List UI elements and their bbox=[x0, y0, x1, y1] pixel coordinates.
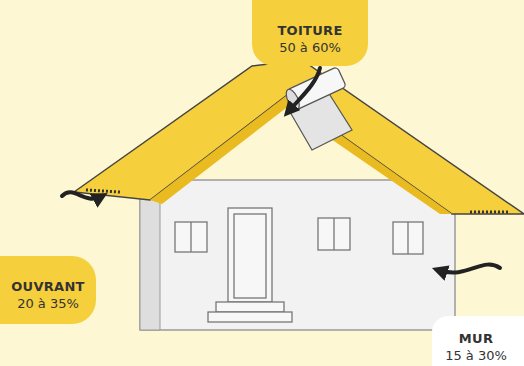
window bbox=[318, 218, 350, 250]
window bbox=[175, 222, 207, 252]
wall-shade bbox=[140, 190, 160, 330]
pointer-arrow bbox=[62, 192, 102, 198]
door bbox=[228, 208, 272, 302]
window-frame bbox=[333, 218, 334, 250]
step bbox=[208, 312, 292, 322]
percentage-value: 50 à 60% bbox=[279, 39, 341, 56]
pointer-arrow bbox=[438, 265, 500, 273]
house-wall bbox=[140, 180, 455, 330]
percentage-value: 15 à 30% bbox=[445, 347, 507, 364]
wall-label: MUR15 à 30% bbox=[432, 316, 524, 366]
door-panel bbox=[234, 214, 266, 298]
step bbox=[216, 302, 284, 312]
roof-label: TOITURE50 à 60% bbox=[252, 0, 368, 66]
water-tank bbox=[284, 67, 347, 112]
roof-tiles bbox=[86, 190, 120, 192]
roof bbox=[74, 60, 524, 214]
window-frame bbox=[407, 222, 408, 254]
pointer-arrow bbox=[288, 68, 320, 112]
label-heading: OUVRANT bbox=[11, 278, 85, 295]
label-heading: TOITURE bbox=[277, 22, 342, 39]
roof-tiles bbox=[470, 211, 510, 214]
label-heading: MUR bbox=[459, 330, 493, 347]
window bbox=[393, 222, 423, 254]
openings-label: OUVRANT20 à 35% bbox=[0, 256, 96, 324]
percentage-value: 20 à 35% bbox=[17, 295, 79, 312]
window-frame bbox=[190, 222, 191, 252]
